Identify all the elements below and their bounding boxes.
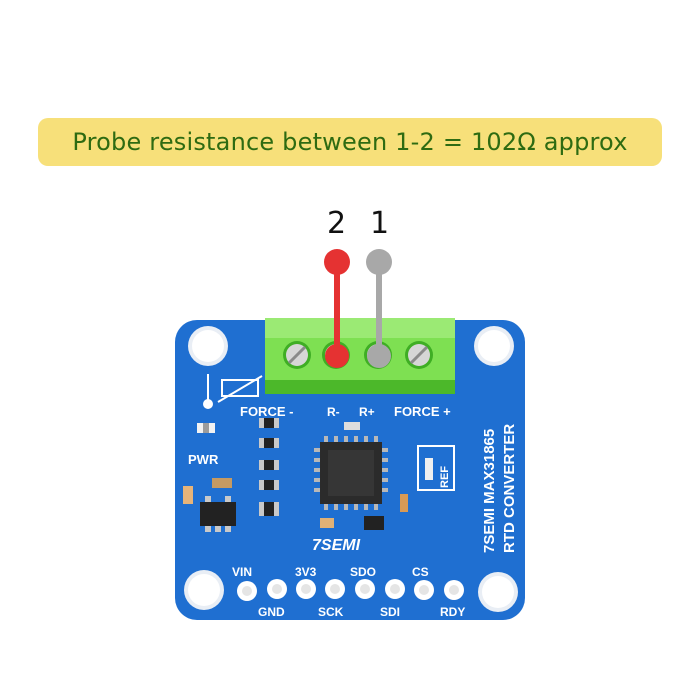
header-label-sdo: SDO: [350, 565, 376, 579]
label-pwr: PWR: [188, 452, 219, 467]
mounting-hole-icon: [184, 570, 224, 610]
screw-icon: [283, 341, 311, 369]
header-label-3v3: 3V3: [295, 565, 317, 579]
screw-icon: [405, 341, 433, 369]
label-force-plus: FORCE +: [394, 404, 451, 419]
board-title-line1: 7SEMI MAX31865: [481, 429, 498, 553]
wire-gray: [366, 249, 392, 368]
board-title-line2: RTD CONVERTER: [501, 424, 518, 553]
ref-box: [417, 445, 455, 491]
rtd-symbol-icon: [203, 374, 263, 409]
mounting-hole-icon: [474, 326, 514, 366]
label-r-minus: R-: [327, 405, 340, 419]
header-label-sck: SCK: [318, 605, 344, 619]
terminal-block: [265, 318, 455, 394]
label-ref: REF: [439, 466, 451, 488]
header-label-cs: CS: [412, 565, 429, 579]
mounting-hole-icon: [188, 326, 228, 366]
smd-components: [183, 418, 408, 532]
header-label-sdi: SDI: [380, 605, 400, 619]
pin-number-1: 1: [370, 206, 390, 241]
max31865-chip: [314, 436, 388, 510]
banner-text: Probe resistance between 1-2 = 102Ω appr…: [72, 128, 628, 156]
header-label-vin: VIN: [232, 565, 252, 579]
label-force-minus: FORCE -: [240, 404, 293, 419]
info-banner: Probe resistance between 1-2 = 102Ω appr…: [38, 118, 662, 166]
wire-red: [324, 249, 350, 368]
header-label-gnd: GND: [258, 605, 285, 619]
header-label-rdy: RDY: [440, 605, 465, 619]
logo-7semi: 7SEMI: [312, 537, 361, 554]
mounting-hole-icon: [478, 572, 518, 612]
pin-number-2: 2: [327, 206, 347, 241]
label-r-plus: R+: [359, 405, 375, 419]
